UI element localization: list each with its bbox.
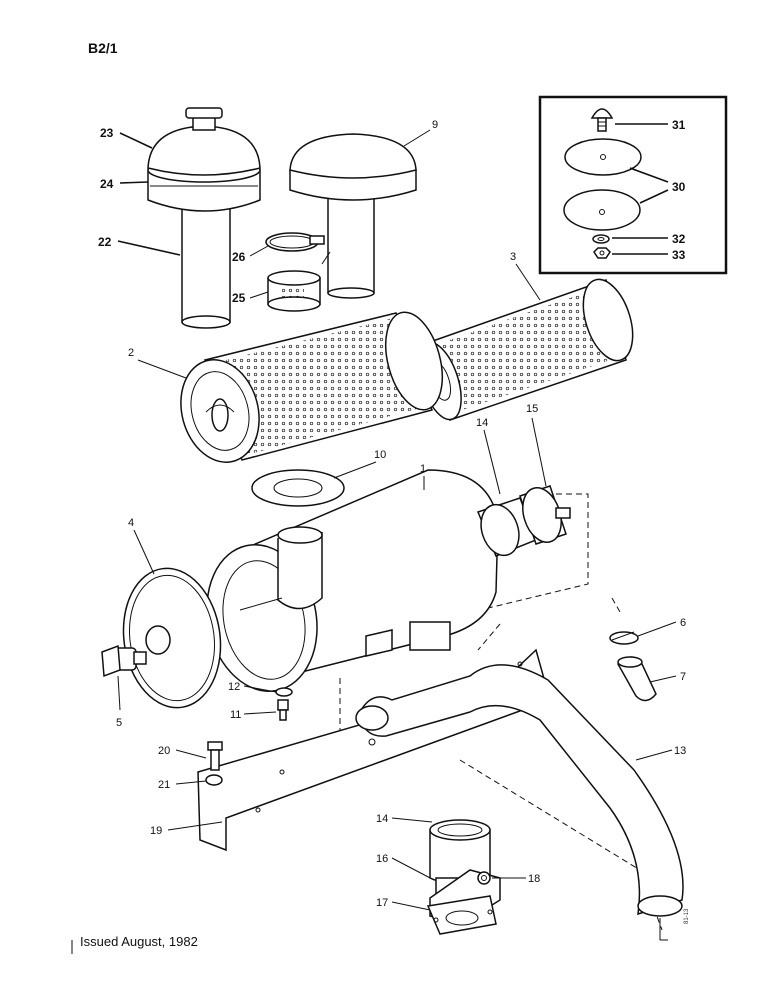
part-1-housing [206, 469, 499, 692]
page-code: B2/1 [88, 40, 118, 56]
leader-lines [117, 129, 677, 911]
part-21-nut [205, 774, 223, 786]
part-30-disc-lower [563, 189, 641, 231]
label-6: 6 [680, 617, 686, 629]
label-7: 7 [680, 671, 686, 683]
label-33: 33 [672, 248, 686, 262]
label-14-upper: 14 [476, 417, 488, 429]
part-4-end-cover [122, 567, 222, 709]
label-26: 26 [232, 250, 246, 264]
label-10: 10 [374, 449, 386, 461]
part-9-cap [289, 133, 417, 201]
label-18: 18 [528, 873, 540, 885]
label-21: 21 [158, 779, 170, 791]
label-11: 11 [230, 709, 241, 721]
label-14-lower: 14 [376, 813, 388, 825]
part-10-gasket [251, 469, 345, 507]
part-22-stem-tube [181, 204, 231, 329]
part-20-bolt [207, 741, 223, 771]
part-18-nut [477, 871, 491, 885]
margin-ticks [71, 918, 668, 954]
label-22: 22 [98, 235, 112, 249]
part-5-wing-knob [101, 644, 147, 678]
part-26-clip [265, 232, 325, 252]
label-32: 32 [672, 232, 686, 246]
label-5: 5 [116, 717, 122, 729]
part-11-bolt [277, 699, 289, 721]
label-20: 20 [158, 745, 170, 757]
part-6-clip [609, 631, 639, 645]
label-2: 2 [128, 347, 134, 359]
part-32-washer [592, 234, 610, 244]
label-31: 31 [672, 118, 686, 132]
part-13-intake-hose [355, 664, 684, 917]
label-23: 23 [100, 126, 114, 140]
label-17: 17 [376, 897, 388, 909]
label-16: 16 [376, 853, 388, 865]
label-15: 15 [526, 403, 538, 415]
part-33-nut [593, 247, 611, 259]
issue-date: Issued August, 1982 [80, 934, 198, 949]
part-12-washer [275, 687, 293, 697]
label-13: 13 [674, 745, 686, 757]
part-23-cap [147, 107, 261, 176]
label-1: 1 [420, 463, 426, 475]
part-15-hose-clip [519, 485, 571, 545]
label-19: 19 [150, 825, 162, 837]
part-2-outer-element [180, 311, 444, 463]
part-30-disc-upper [564, 138, 642, 176]
part-9-precleaner-tube [327, 194, 375, 299]
part-31-screw [590, 108, 614, 132]
drawing-reference-code: 81-13 [684, 908, 690, 924]
label-24: 24 [100, 177, 114, 191]
label-30: 30 [672, 180, 686, 194]
label-12: 12 [228, 681, 240, 693]
part-25-cap-nut [267, 270, 321, 312]
part-14-sleeve-upper [477, 497, 537, 557]
label-4: 4 [128, 517, 134, 529]
label-25: 25 [232, 291, 246, 305]
label-3: 3 [510, 251, 516, 263]
label-9: 9 [432, 119, 438, 131]
inset-box [538, 95, 728, 275]
part-3-inner-element [418, 278, 634, 421]
part-7-valve [617, 656, 657, 702]
part-17-gasket [426, 895, 497, 935]
callout-labels: 23 24 22 26 25 9 3 2 10 1 14 15 4 5 6 7 … [98, 118, 686, 909]
